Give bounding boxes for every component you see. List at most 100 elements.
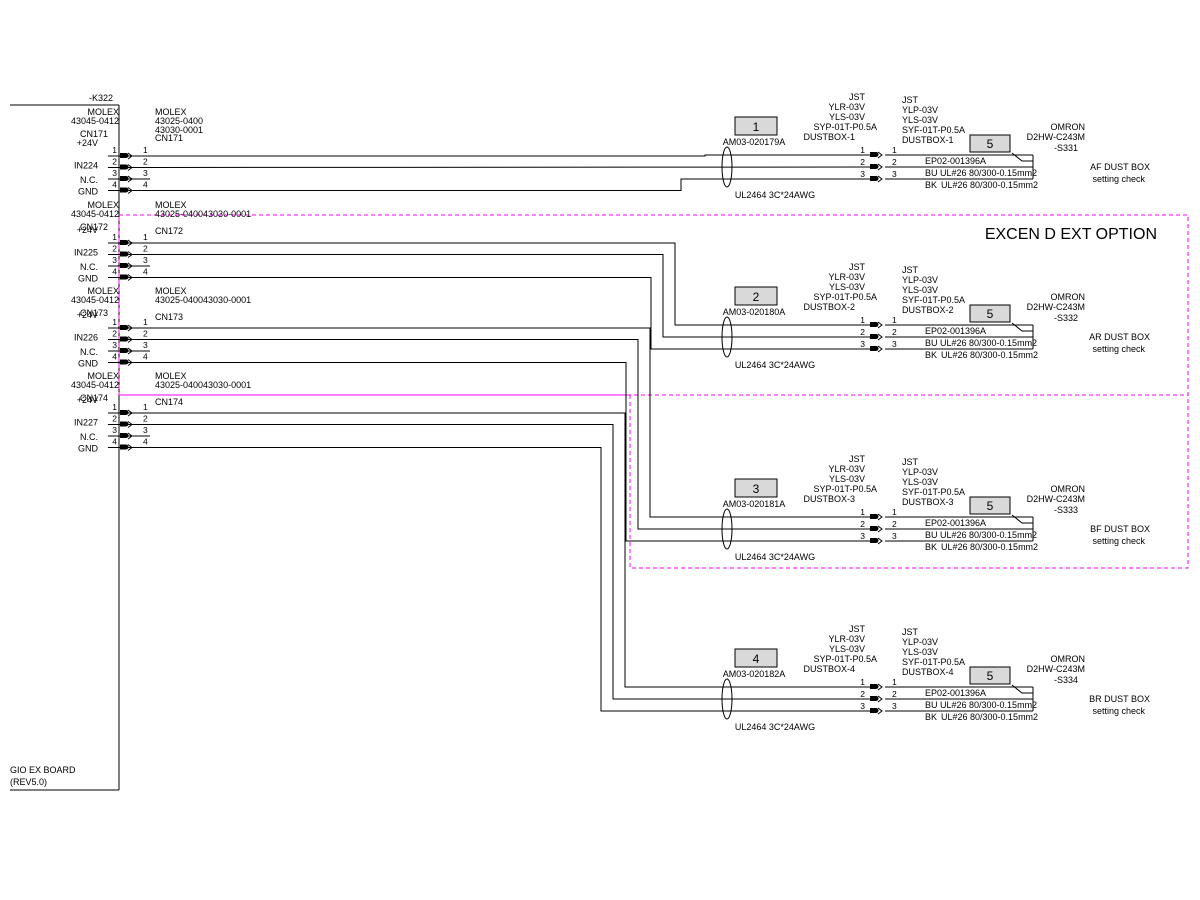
sensor-mfr: OMRON <box>1051 292 1086 302</box>
pin-arrow <box>127 336 133 343</box>
function-sub: setting check <box>1092 174 1145 184</box>
plug-pin-number: 1 <box>143 145 148 155</box>
plug-id: CN172 <box>155 226 183 236</box>
jst-arrow <box>877 333 883 341</box>
plug-pin-number: 1 <box>143 317 148 327</box>
cable-number-text: 2 <box>753 290 760 304</box>
board-connector-id: CN174 <box>80 393 108 403</box>
jst-a-housing: YLR-03V <box>828 464 865 474</box>
jst-arrow <box>877 513 883 521</box>
jst-arrow <box>877 537 883 545</box>
sensor-part: EP02-001396A <box>925 326 986 336</box>
jst-a-pin-number: 3 <box>860 169 865 179</box>
jst-contact <box>870 176 879 181</box>
jst-b-name: DUSTBOX-1 <box>902 135 954 145</box>
cable-part: AM03-020179A <box>723 137 786 147</box>
function-name: AF DUST BOX <box>1090 162 1150 172</box>
plug-id: CN171 <box>155 133 183 143</box>
sensor-mfr: OMRON <box>1051 484 1086 494</box>
wire <box>150 154 870 157</box>
jst-a-housing: YLR-03V <box>828 634 865 644</box>
cable-number-text: 3 <box>753 482 760 496</box>
signal-input: IN227 <box>74 418 98 428</box>
function-name: AR DUST BOX <box>1089 332 1150 342</box>
pin-contact <box>120 444 129 450</box>
jst-a-housing: YLR-03V <box>828 272 865 282</box>
signal-input: IN225 <box>74 248 98 258</box>
jst-mfr-a: JST <box>849 624 866 634</box>
plug-pin-number: 2 <box>143 244 148 254</box>
sensor-part: EP02-001396A <box>925 518 986 528</box>
pin-contact <box>120 336 129 342</box>
jst-b-pin-number: 3 <box>892 339 897 349</box>
board-connector-id: CN171 <box>80 129 108 139</box>
jst-mfr-a: JST <box>849 92 866 102</box>
pin-arrow <box>127 187 133 194</box>
signal-input: IN226 <box>74 333 98 343</box>
jst-mfr-b: JST <box>902 265 919 275</box>
jst-b-terminal: SYF-01T-P0.5A <box>902 295 965 305</box>
pin-arrow <box>127 251 133 258</box>
jst-a-body: YLS-03V <box>829 112 865 122</box>
plug-pin-number: 3 <box>143 168 148 178</box>
jst-contact <box>870 346 879 351</box>
plug-part: 43025-040043030-0001 <box>155 295 251 305</box>
cable-number-text: 1 <box>753 120 760 134</box>
wire-spec-bu: BU UL#26 80/300-0.15mm2 <box>925 338 1037 348</box>
jst-contact <box>870 538 879 543</box>
board-connector-part: 43045-0412 <box>71 380 119 390</box>
board-pin-number: 2 <box>112 244 117 254</box>
jst-a-pin-number: 2 <box>860 157 865 167</box>
pin-arrow <box>127 175 133 183</box>
jst-b-pin-number: 2 <box>892 327 897 337</box>
pin-arrow <box>127 274 133 281</box>
jst-arrow <box>877 525 883 533</box>
pin-arrow <box>127 164 133 171</box>
jst-a-pin-number: 1 <box>860 677 865 687</box>
channel-2: MOLEX43045-0412CN172MOLEX43025-040043030… <box>71 200 1150 370</box>
jst-arrow <box>877 151 883 159</box>
plug-pin-number: 1 <box>143 232 148 242</box>
jst-b-housing: YLP-03V <box>902 275 938 285</box>
signal-nc: N.C. <box>80 175 98 185</box>
signal-nc: N.C. <box>80 347 98 357</box>
jst-b-terminal: SYF-01T-P0.5A <box>902 487 965 497</box>
board-pin-number: 4 <box>112 180 117 190</box>
jst-contact <box>870 684 879 689</box>
cable-number-box <box>734 286 778 306</box>
plug-part-b: 43030-0001 <box>155 125 203 135</box>
board-pin-number: 2 <box>112 329 117 339</box>
plug-pin-number: 4 <box>143 267 148 277</box>
jst-b-terminal: SYF-01T-P0.5A <box>902 125 965 135</box>
board-pin-number: 3 <box>112 168 117 178</box>
wire <box>150 412 870 688</box>
wire-spec-bk: UL#26 80/300-0.15mm2 <box>941 542 1038 552</box>
cable-bundle <box>721 508 733 550</box>
jst-b-pin-number: 1 <box>892 507 897 517</box>
jst-mfr-b: JST <box>902 627 919 637</box>
board-block: -K322 GIO EX BOARD (REV5.0) <box>10 93 120 791</box>
pin-contact <box>120 263 129 268</box>
board-pin-number: 1 <box>112 232 117 242</box>
jst-mfr-b: JST <box>902 457 919 467</box>
cable-spec: UL2464 3C*24AWG <box>735 552 815 562</box>
jst-b-name: DUSTBOX-4 <box>902 667 954 677</box>
board-connector-id: CN172 <box>80 222 108 232</box>
jst-b-body: YLS-03V <box>902 647 938 657</box>
sensor-part: EP02-001396A <box>925 156 986 166</box>
cable-spec: UL2464 3C*24AWG <box>735 190 815 200</box>
signal-24v: +24V <box>77 138 98 148</box>
jst-a-pin-number: 3 <box>860 339 865 349</box>
jst-a-pin-number: 3 <box>860 701 865 711</box>
board-connector-mfr: MOLEX <box>87 286 119 296</box>
signal-gnd: GND <box>78 359 99 369</box>
board-pin-number: 4 <box>112 352 117 362</box>
option-box-upper <box>118 214 1189 396</box>
signal-gnd: GND <box>78 444 99 454</box>
sensor-number: 5 <box>987 307 994 321</box>
cable-number-box <box>734 116 778 136</box>
plug-part: 43025-040043030-0001 <box>155 209 251 219</box>
cable-number-box <box>734 648 778 668</box>
plug-id: CN174 <box>155 397 183 407</box>
signal-input: IN224 <box>74 161 98 171</box>
